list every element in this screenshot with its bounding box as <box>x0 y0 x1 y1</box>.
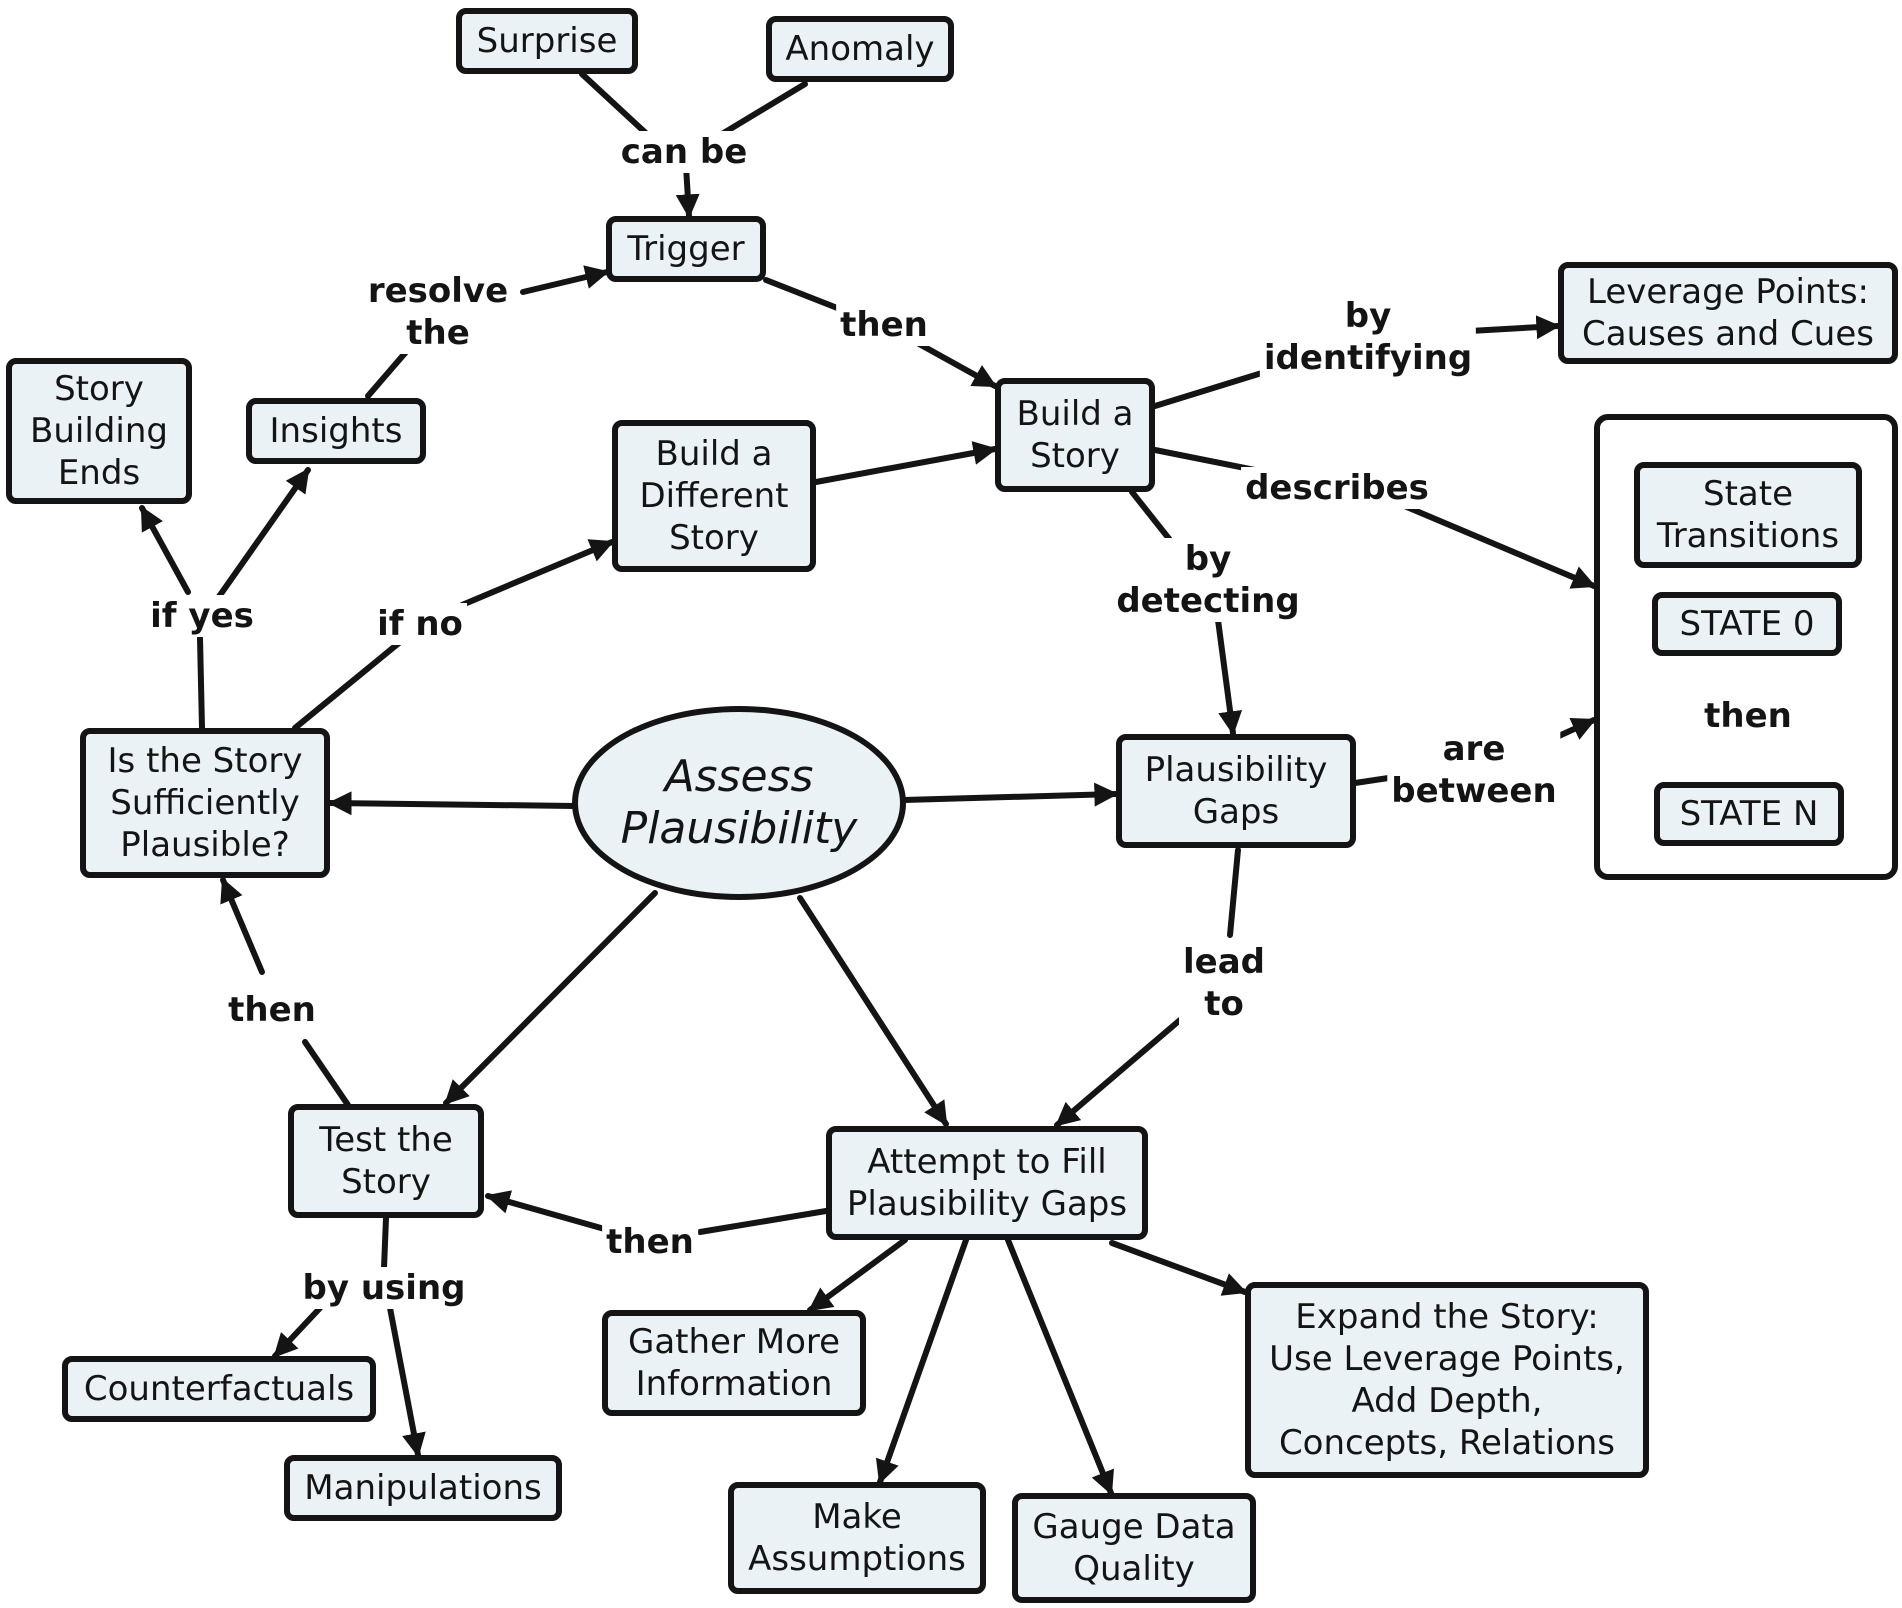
edge-describes-group <box>1392 499 1597 589</box>
link-lead-to: lead to <box>1179 941 1269 1025</box>
link-then-attempt: then <box>602 1221 698 1263</box>
edge-then-build-story <box>909 337 998 389</box>
edge-trigger-then <box>763 277 853 316</box>
edge-different-build-story <box>813 441 998 485</box>
edge-assess-gaps <box>901 782 1119 807</box>
link-describes: describes <box>1241 467 1433 509</box>
insights-node: Insights <box>246 398 426 464</box>
link-can-be: can be <box>616 131 752 173</box>
state-transitions-node: State Transitions <box>1634 462 1862 568</box>
link-are-between: are between <box>1387 728 1561 812</box>
anomaly-node: Anomaly <box>766 16 954 82</box>
edge-attempt-then <box>697 1208 829 1235</box>
edge-then-plausible <box>220 877 265 975</box>
link-then-trigger: then <box>836 304 932 346</box>
edge-by-using-manipulations <box>387 1305 426 1458</box>
expand-story-node: Expand the Story: Use Leverage Points, A… <box>1245 1282 1649 1478</box>
edge-resolve-trigger <box>520 265 610 295</box>
edge-build-story-by-identifying <box>1152 369 1268 409</box>
state-0-node: STATE 0 <box>1652 592 1842 656</box>
link-if-no: if no <box>373 603 467 645</box>
attempt-fill-node: Attempt to Fill Plausibility Gaps <box>826 1126 1148 1240</box>
edge-attempt-assumptions <box>875 1237 969 1485</box>
edge-then-test <box>485 1190 611 1233</box>
edge-if-yes-ends <box>139 505 191 595</box>
build-different-node: Build a Different Story <box>612 420 816 572</box>
link-resolve-the: resolve the <box>363 270 513 354</box>
edge-assess-test <box>443 890 658 1106</box>
edge-assess-plausible <box>327 791 578 816</box>
edge-can-be-trigger <box>675 163 700 219</box>
is-plausible-node: Is the Story Sufficiently Plausible? <box>80 728 330 878</box>
gather-info-node: Gather More Information <box>602 1310 866 1416</box>
edge-plausible-if-no <box>292 635 408 731</box>
edge-plausible-if-yes <box>197 635 205 731</box>
edge-test-by-using <box>381 1215 389 1271</box>
plausibility-gaps-node: Plausibility Gaps <box>1116 734 1356 848</box>
surprise-node: Surprise <box>456 8 638 74</box>
edge-by-using-counterfactuals <box>272 1305 323 1359</box>
story-building-ends-node: Story Building Ends <box>6 358 192 504</box>
trigger-node: Trigger <box>606 216 766 282</box>
counterfactuals-node: Counterfactuals <box>62 1356 376 1422</box>
link-by-detecting: by detecting <box>1112 538 1304 622</box>
edge-build-story-by-detecting <box>1129 489 1177 548</box>
make-assumptions-node: Make Assumptions <box>728 1482 986 1594</box>
link-if-yes: if yes <box>146 595 258 637</box>
build-story-node: Build a Story <box>995 378 1155 492</box>
edge-gaps-lead-to <box>1227 847 1241 938</box>
test-story-node: Test the Story <box>288 1104 484 1218</box>
leverage-node: Leverage Points: Causes and Cues <box>1558 262 1898 364</box>
edge-if-no-different <box>459 539 615 608</box>
edge-attempt-gather <box>807 1237 908 1313</box>
edge-test-then <box>302 1039 351 1108</box>
edge-anomaly-can-be <box>709 81 808 143</box>
state-n-node: STATE N <box>1654 782 1844 846</box>
link-then-states: then <box>1700 695 1796 737</box>
edge-by-detecting-gaps <box>1215 617 1243 736</box>
link-by-using: by using <box>298 1267 470 1309</box>
manipulations-node: Manipulations <box>284 1455 562 1521</box>
assess-plausibility-node: Assess Plausibility <box>572 706 906 900</box>
edge-attempt-expand <box>1109 1240 1248 1296</box>
edge-lead-to-attempt <box>1054 1017 1183 1128</box>
edge-attempt-gauge <box>1005 1237 1114 1496</box>
edge-if-yes-insights <box>215 467 311 601</box>
edge-assess-attempt <box>797 895 949 1127</box>
link-by-identifying: by identifying <box>1259 295 1477 379</box>
edge-by-identifying-leverage <box>1467 315 1561 340</box>
link-then-test: then <box>224 989 320 1031</box>
gauge-quality-node: Gauge Data Quality <box>1012 1493 1256 1603</box>
